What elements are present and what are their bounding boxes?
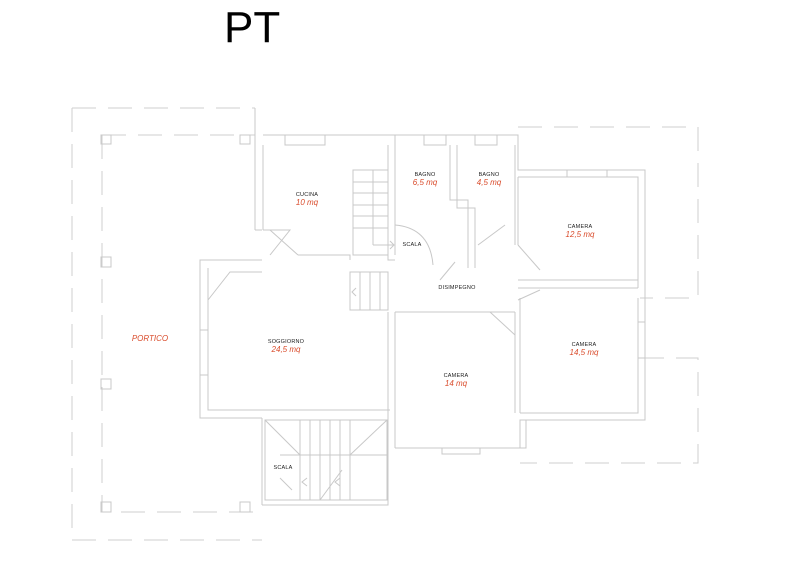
- upper-stair: [349, 169, 434, 311]
- room-label-bagno-1: BAGNO: [414, 172, 436, 178]
- room-label-scala-upper: SCALA: [402, 242, 422, 248]
- windows: [199, 134, 646, 455]
- room-area-bagno-1: 6,5 mq: [412, 178, 438, 187]
- room-area-bagno-2: 4,5 mq: [476, 178, 502, 187]
- room-label-portico: PORTICO: [131, 334, 169, 343]
- room-area-soggiorno: 24,5 mq: [271, 345, 301, 354]
- lower-stair: [264, 419, 388, 501]
- room-label-camera-3: CAMERA: [443, 373, 469, 379]
- exterior-walls: [199, 108, 646, 506]
- room-label-camera-1: CAMERA: [567, 224, 593, 230]
- door-swings: [269, 224, 541, 336]
- room-area-camera-3: 14 mq: [444, 379, 468, 388]
- floor-title: PT: [224, 3, 281, 52]
- interior-walls: [207, 145, 638, 413]
- room-label-bagno-2: BAGNO: [478, 172, 500, 178]
- room-label-cucina: CUCINA: [295, 192, 319, 198]
- room-area-cucina: 10 mq: [295, 198, 319, 207]
- room-label-scala-lower: SCALA: [273, 465, 293, 471]
- portico-outline: [71, 107, 262, 541]
- room-label-camera-2: CAMERA: [571, 342, 597, 348]
- room-label-disimpegno: DISIMPEGNO: [438, 285, 476, 291]
- room-area-camera-2: 14,5 mq: [569, 348, 599, 357]
- terrace-outline: [518, 126, 699, 464]
- room-area-camera-1: 12,5 mq: [565, 230, 595, 239]
- room-label-soggiorno: SOGGIORNO: [267, 339, 305, 345]
